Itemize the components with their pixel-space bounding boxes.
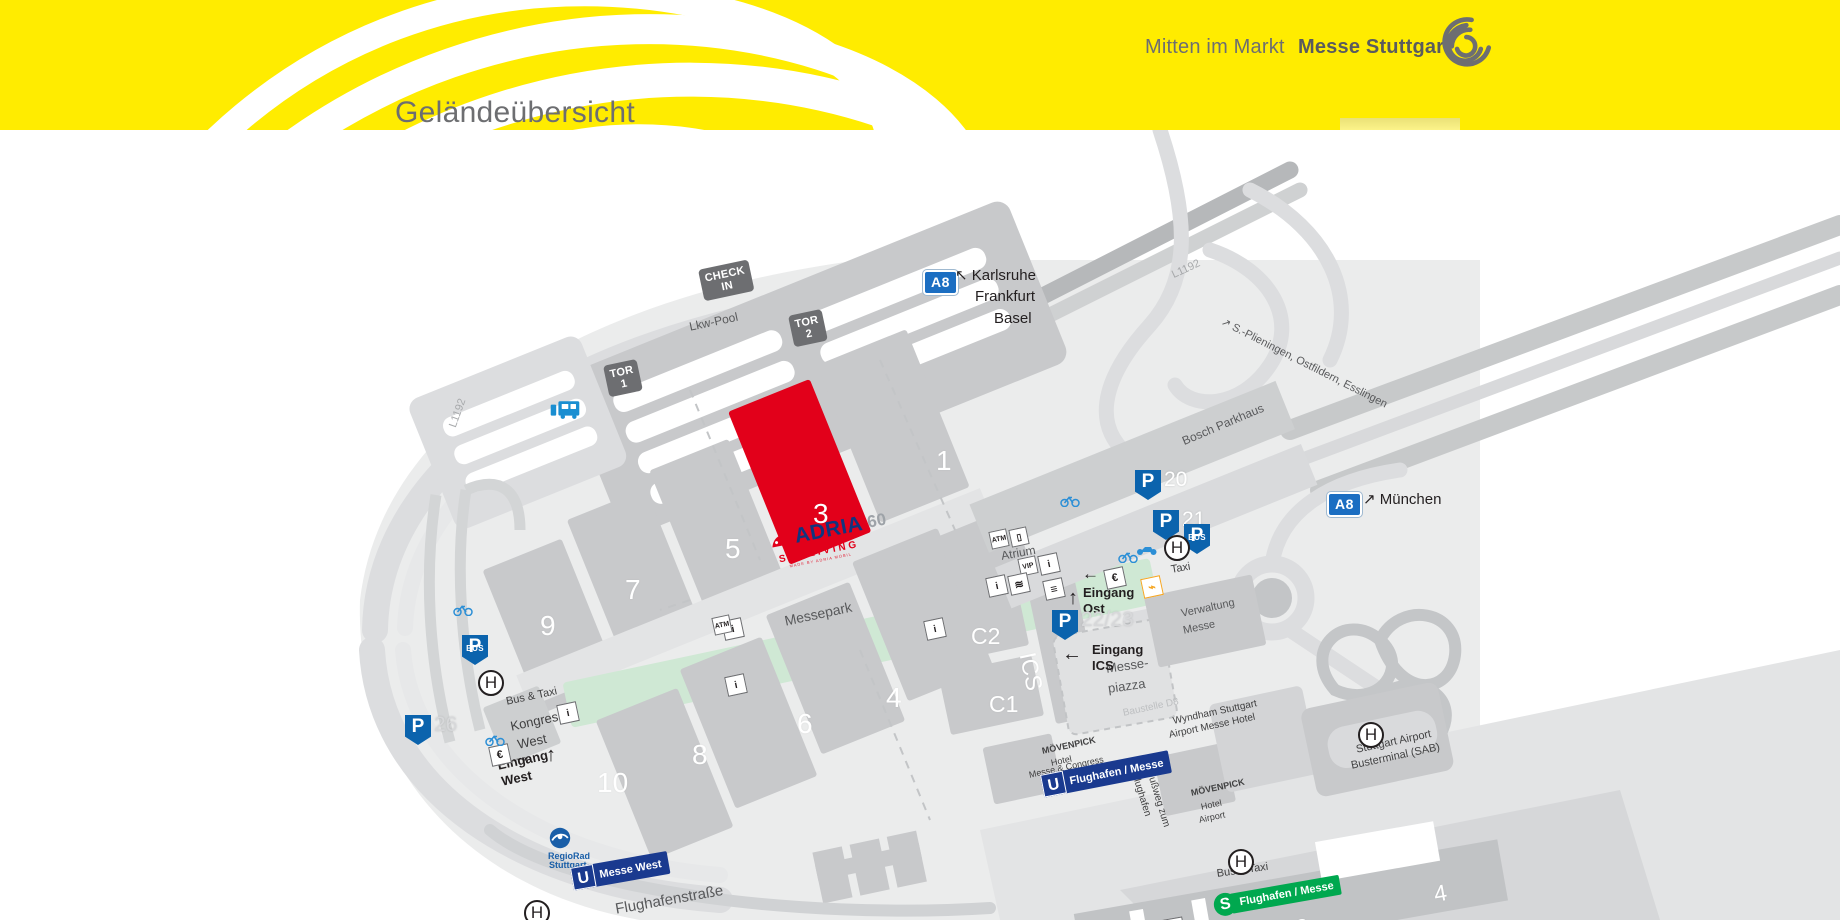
- info-glyph-4: i: [565, 707, 571, 719]
- h-stop-bus-taxi-west[interactable]: H: [478, 670, 504, 696]
- nav-item-messe-stuttgart[interactable]: Messe Stuttgart: [1298, 36, 1452, 58]
- currency-glyph: €: [1110, 571, 1120, 585]
- atm-glyph-1: ATM: [714, 620, 730, 630]
- header-nav: Mitten im Markt Messe Stuttgart: [0, 20, 1840, 70]
- regiorad-icon: [549, 827, 571, 849]
- atm-glyph-2: ATM: [991, 534, 1007, 544]
- bicycle-icon-3: [1060, 496, 1080, 507]
- parking-number-22-23: 22/23: [1081, 608, 1134, 631]
- hotel-blocks: [982, 686, 1319, 816]
- ubahn-u-glyph-2: U: [570, 864, 597, 891]
- page-header: Mitten im Markt Messe Stuttgart Geländeü…: [0, 0, 1840, 130]
- info-glyph-6: i: [994, 580, 1000, 592]
- site-map[interactable]: 1 3 5 7 9 4 6 8 10 C2 C1 ICS ADRIA 60 SU…: [0, 130, 1840, 920]
- adria-anniversary-text: 60: [865, 509, 888, 532]
- arrow-up-icon-eingang-west: ↑: [546, 744, 556, 766]
- messe-stuttgart-spiral-logo-icon[interactable]: [1432, 8, 1498, 74]
- currency-exchange-icon-2[interactable]: €: [488, 743, 512, 767]
- info-icon-3[interactable]: i: [923, 617, 947, 641]
- hall-label-6[interactable]: 6: [797, 708, 813, 739]
- entrance-label-ics-line2[interactable]: ICS: [1092, 658, 1114, 673]
- hall-label-4[interactable]: 4: [886, 682, 902, 713]
- restaurant-icon[interactable]: ≋: [1007, 572, 1031, 596]
- ev-charging-glyph: ⌁: [1146, 579, 1157, 595]
- parking-pin-bus-west[interactable]: P: [462, 635, 488, 665]
- hall-label-8[interactable]: 8: [692, 739, 708, 770]
- motorway-badge-a8-northwest: A8: [923, 270, 958, 295]
- bicycle-icon-2: [485, 735, 505, 746]
- h-stop-busterminal[interactable]: H: [1358, 722, 1384, 748]
- vip-glyph: VIP: [1021, 561, 1035, 571]
- currency-glyph-2: €: [495, 748, 505, 762]
- atm-icon-1[interactable]: ATM: [711, 614, 733, 636]
- direction-muenchen: ↗ München: [1363, 491, 1442, 508]
- info-icon-6[interactable]: i: [985, 574, 1009, 598]
- arrow-left-icon-services: ←: [1082, 564, 1099, 583]
- parking-number-26: 26: [434, 713, 458, 736]
- ubahn-u-glyph: U: [1040, 770, 1067, 798]
- cloakroom-icon[interactable]: ≡: [1042, 577, 1066, 601]
- entrance-label-ics-line1[interactable]: Eingang: [1092, 642, 1144, 657]
- halls-north-row: [483, 330, 993, 714]
- header-shadow-accent: [1340, 118, 1460, 130]
- atm-icon-2[interactable]: ATM: [988, 528, 1010, 550]
- header-swirl-graphic: [207, 0, 966, 130]
- terminal-strip: [1073, 821, 1509, 920]
- info-icon-2[interactable]: i: [724, 673, 748, 697]
- info-glyph-2: i: [733, 679, 739, 691]
- info-icon-5[interactable]: i: [1037, 552, 1061, 576]
- hall-label-3[interactable]: 3: [813, 498, 829, 529]
- parking-number-20: 20: [1164, 468, 1188, 491]
- info-glyph-3: i: [932, 623, 938, 635]
- hall-label-5[interactable]: 5: [725, 533, 741, 564]
- nav-item-claim[interactable]: Mitten im Markt: [1145, 36, 1285, 58]
- hall-label-1[interactable]: 1: [936, 445, 952, 476]
- page-title: Geländeübersicht: [395, 96, 635, 129]
- info-icon-4[interactable]: i: [556, 701, 580, 725]
- hall-label-10[interactable]: 10: [597, 767, 629, 798]
- site-map-vector: [359, 130, 1840, 920]
- h-stop-flughafenstrasse[interactable]: H: [524, 900, 550, 920]
- regiorad-label-line1: RegioRad: [548, 851, 591, 861]
- h-stop-taxi-ost[interactable]: H: [1164, 535, 1190, 561]
- direction-frankfurt: Frankfurt: [975, 288, 1036, 305]
- hall-label-7[interactable]: 7: [625, 574, 641, 605]
- arrow-up-icon-eingang-ost: ↑: [1068, 587, 1078, 609]
- restaurant-glyph: ≋: [1013, 577, 1025, 592]
- entrance-label-ost-line1[interactable]: Eingang: [1083, 585, 1135, 600]
- adria-swoosh-icon: [772, 534, 790, 547]
- hall-label-9[interactable]: 9: [540, 610, 556, 641]
- info-glyph-5: i: [1046, 558, 1052, 570]
- direction-basel: Basel: [994, 310, 1032, 327]
- entrance-label-ost-line2[interactable]: Ost: [1083, 601, 1105, 616]
- regiorad-label-line2: Stuttgart: [549, 860, 587, 870]
- arrow-left-icon-eingang-ics: ←: [1062, 643, 1082, 665]
- exhibitor-icon[interactable]: ▯: [1008, 526, 1030, 548]
- camper-icon: [550, 401, 580, 419]
- bicycle-icon-1: [453, 605, 473, 616]
- ev-charging-icon[interactable]: ⌁: [1140, 575, 1164, 599]
- cloakroom-glyph: ≡: [1049, 581, 1059, 597]
- currency-exchange-icon[interactable]: €: [1103, 566, 1127, 590]
- direction-karlsruhe: ↖ Karlsruhe: [955, 267, 1036, 284]
- motorcycle-icon-1: [1137, 547, 1157, 555]
- arrow-right-icon-eingang-west: →: [513, 746, 531, 766]
- hall-label-c1[interactable]: C1: [989, 691, 1019, 717]
- bicycle-icon-4: [1118, 552, 1138, 563]
- motorway-badge-a8-southeast: A8: [1327, 492, 1362, 517]
- south-parking: [812, 830, 927, 904]
- adria-sunliving-logo: ADRIA 60 SUNLIVING MADE BY ADRIA MOBIL: [768, 507, 892, 571]
- h-stop-bus-taxi-airport[interactable]: H: [1228, 849, 1254, 875]
- hall-label-c2[interactable]: C2: [971, 623, 1001, 649]
